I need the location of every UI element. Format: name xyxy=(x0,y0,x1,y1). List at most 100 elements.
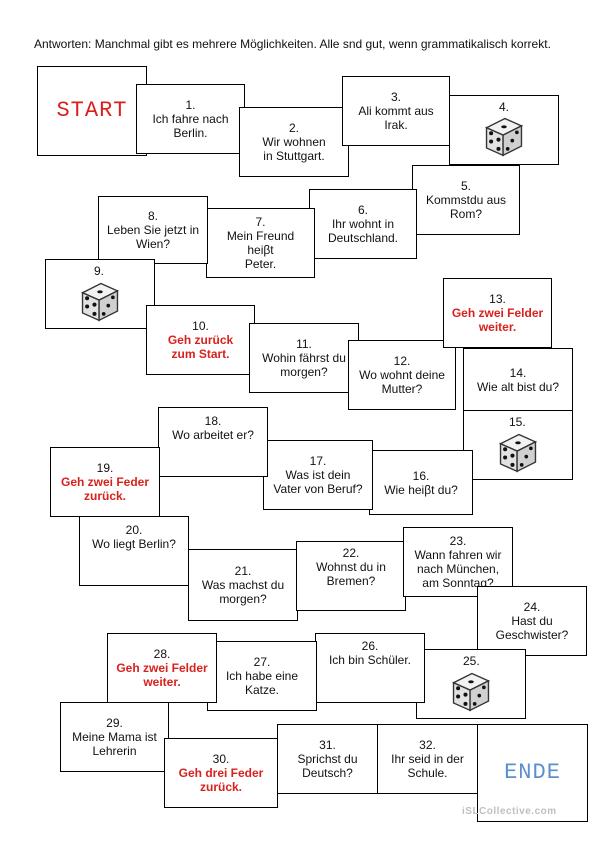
cell-number: 20. xyxy=(125,523,143,537)
cell-text: Ich habe eine Katze. xyxy=(225,669,299,697)
cell-text: Wie heiβt du? xyxy=(384,482,458,497)
cell-number: 15. xyxy=(509,415,526,429)
watermark: iSLCollective.com xyxy=(462,806,557,817)
cell-text: Was machst du morgen? xyxy=(201,578,285,606)
cell-text: Ihr wohnt in Deutschland. xyxy=(327,217,399,245)
cell-number: 14. xyxy=(509,365,527,380)
cell-text: Ich bin Schüler. xyxy=(328,653,412,667)
cell-number: 18. xyxy=(204,414,222,428)
start-cell: START xyxy=(37,66,147,156)
board-cell-16: 16. Wie heiβt du? xyxy=(369,450,473,515)
board-cell-20: 20. Wo liegt Berlin? xyxy=(79,516,189,586)
board-cell-2: 2. Wir wohnen in Stuttgart. xyxy=(239,107,349,177)
cell-text: Wohnst du in Bremen? xyxy=(316,560,386,588)
board-cell-23: 23. Wann fahren wir nach München, am Son… xyxy=(403,527,513,597)
start-label: START xyxy=(56,98,128,123)
board-cell-8: 8. Leben Sie jetzt in Wien? xyxy=(98,196,208,264)
cell-text: Wann fahren wir nach München, am Sonntag… xyxy=(414,548,502,590)
board-cell-30: 30. Geh drei Feder zurück. xyxy=(164,738,278,808)
cell-number: 24. xyxy=(523,600,541,614)
cell-text: Leben Sie jetzt in Wien? xyxy=(106,223,200,251)
board-cell-19: 19. Geh zwei Feder zurück. xyxy=(50,447,160,517)
dice-icon xyxy=(451,672,491,712)
cell-text: Wo arbeitet er? xyxy=(172,428,254,442)
cell-number: 7. xyxy=(255,215,266,229)
cell-number: 19. xyxy=(96,461,114,475)
cell-text: Was ist dein Vater von Beruf? xyxy=(273,468,363,496)
cell-number: 1. xyxy=(185,98,196,112)
board-cell-21: 21. Was machst du morgen? xyxy=(188,549,298,621)
board-cell-31: 31. Sprichst du Deutsch? xyxy=(277,724,378,794)
cell-number: 17. xyxy=(309,454,327,468)
cell-text: Hast du Geschwister? xyxy=(495,614,569,642)
board-cell-10: 10. Geh zurück zum Start. xyxy=(146,305,255,375)
board-cell-26: 26. Ich bin Schüler. xyxy=(315,633,425,703)
cell-text: Geh zwei Feder zurück. xyxy=(60,475,150,503)
cell-number: 8. xyxy=(147,209,158,223)
cell-number: 30. xyxy=(212,752,230,766)
cell-number: 13. xyxy=(489,292,506,306)
cell-text: Kommstdu aus Rom? xyxy=(425,193,507,221)
board-cell-22: 22. Wohnst du in Bremen? xyxy=(296,541,406,611)
cell-text: Ich fahre nach Berlin. xyxy=(152,112,229,140)
board-cell-24: 24. Hast du Geschwister? xyxy=(477,586,587,656)
end-label: ENDE xyxy=(504,760,561,785)
cell-text: Geh drei Feder zurück. xyxy=(178,766,264,794)
board-cell-5: 5. Kommstdu aus Rom? xyxy=(412,165,520,235)
board-cell-28: 28. Geh zwei Felder weiter. xyxy=(107,633,217,703)
cell-number: 3. xyxy=(390,90,401,104)
board-cell-11: 11. Wohin fährst du morgen? xyxy=(249,323,359,393)
board-cell-7: 7. Mein Freund heiβt Peter. xyxy=(206,208,315,278)
cell-text: Meine Mama ist Lehrerin xyxy=(72,730,157,758)
board-cell-13: 13. Geh zwei Felder weiter. xyxy=(443,278,552,348)
board-cell-1: 1. Ich fahre nach Berlin. xyxy=(136,84,245,154)
cell-text: Wo liegt Berlin? xyxy=(92,537,176,551)
dice-icon xyxy=(80,282,120,322)
dice-icon xyxy=(498,433,538,473)
board-cell-17: 17. Was ist dein Vater von Beruf? xyxy=(263,440,373,510)
cell-text: Wo wohnt deine Mutter? xyxy=(359,368,445,396)
board-cell-12: 12. Wo wohnt deine Mutter? xyxy=(348,340,456,410)
cell-number: 16. xyxy=(412,468,430,483)
cell-text: Wie alt bist du? xyxy=(476,379,560,394)
cell-number: 28. xyxy=(153,647,171,661)
board-cell-4: 4. xyxy=(449,95,559,165)
board-cell-32: 32. Ihr seid in der Schule. xyxy=(377,724,478,794)
cell-number: 27. xyxy=(253,655,271,669)
cell-number: 11. xyxy=(296,337,312,351)
instructions-text: Antworten: Manchmal gibt es mehrere Mögl… xyxy=(34,37,551,51)
board-cell-18: 18. Wo arbeitet er? xyxy=(158,407,268,477)
board-cell-6: 6. Ihr wohnt in Deutschland. xyxy=(309,189,417,259)
end-cell: ENDE xyxy=(477,724,588,822)
board-cell-29: 29. Meine Mama ist Lehrerin xyxy=(60,702,169,772)
cell-number: 31. xyxy=(319,738,336,752)
cell-number: 6. xyxy=(357,203,368,217)
dice-icon xyxy=(484,117,524,157)
board-cell-3: 3. Ali kommt aus Irak. xyxy=(342,76,450,146)
board-cell-14: 14. Wie alt bist du? xyxy=(463,348,573,411)
cell-text: Geh zurück zum Start. xyxy=(167,333,234,361)
cell-text: Wir wohnen in Stuttgart. xyxy=(262,135,326,163)
cell-text: Mein Freund heiβt Peter. xyxy=(226,229,295,271)
cell-text: Wohin fährst du morgen? xyxy=(262,351,346,379)
cell-number: 32. xyxy=(419,738,436,752)
cell-number: 9. xyxy=(94,264,105,278)
cell-number: 5. xyxy=(460,179,471,193)
cell-number: 21. xyxy=(234,564,252,578)
cell-number: 26. xyxy=(361,639,379,653)
cell-number: 10. xyxy=(192,319,209,333)
board-cell-27: 27. Ich habe eine Katze. xyxy=(207,641,317,711)
cell-number: 23. xyxy=(449,534,467,548)
board-cell-9: 9. xyxy=(45,259,155,329)
cell-number: 22. xyxy=(342,546,360,560)
cell-number: 29. xyxy=(106,716,123,730)
cell-number: 4. xyxy=(499,100,510,114)
cell-number: 2. xyxy=(288,121,299,135)
cell-number: 25. xyxy=(463,654,480,668)
cell-text: Geh zwei Felder weiter. xyxy=(116,661,208,689)
cell-text: Sprichst du Deutsch? xyxy=(297,752,358,780)
cell-text: Geh zwei Felder weiter. xyxy=(451,306,544,334)
cell-text: Ihr seid in der Schule. xyxy=(391,752,464,780)
cell-number: 12. xyxy=(393,354,411,368)
board-cell-25: 25. xyxy=(416,649,526,719)
